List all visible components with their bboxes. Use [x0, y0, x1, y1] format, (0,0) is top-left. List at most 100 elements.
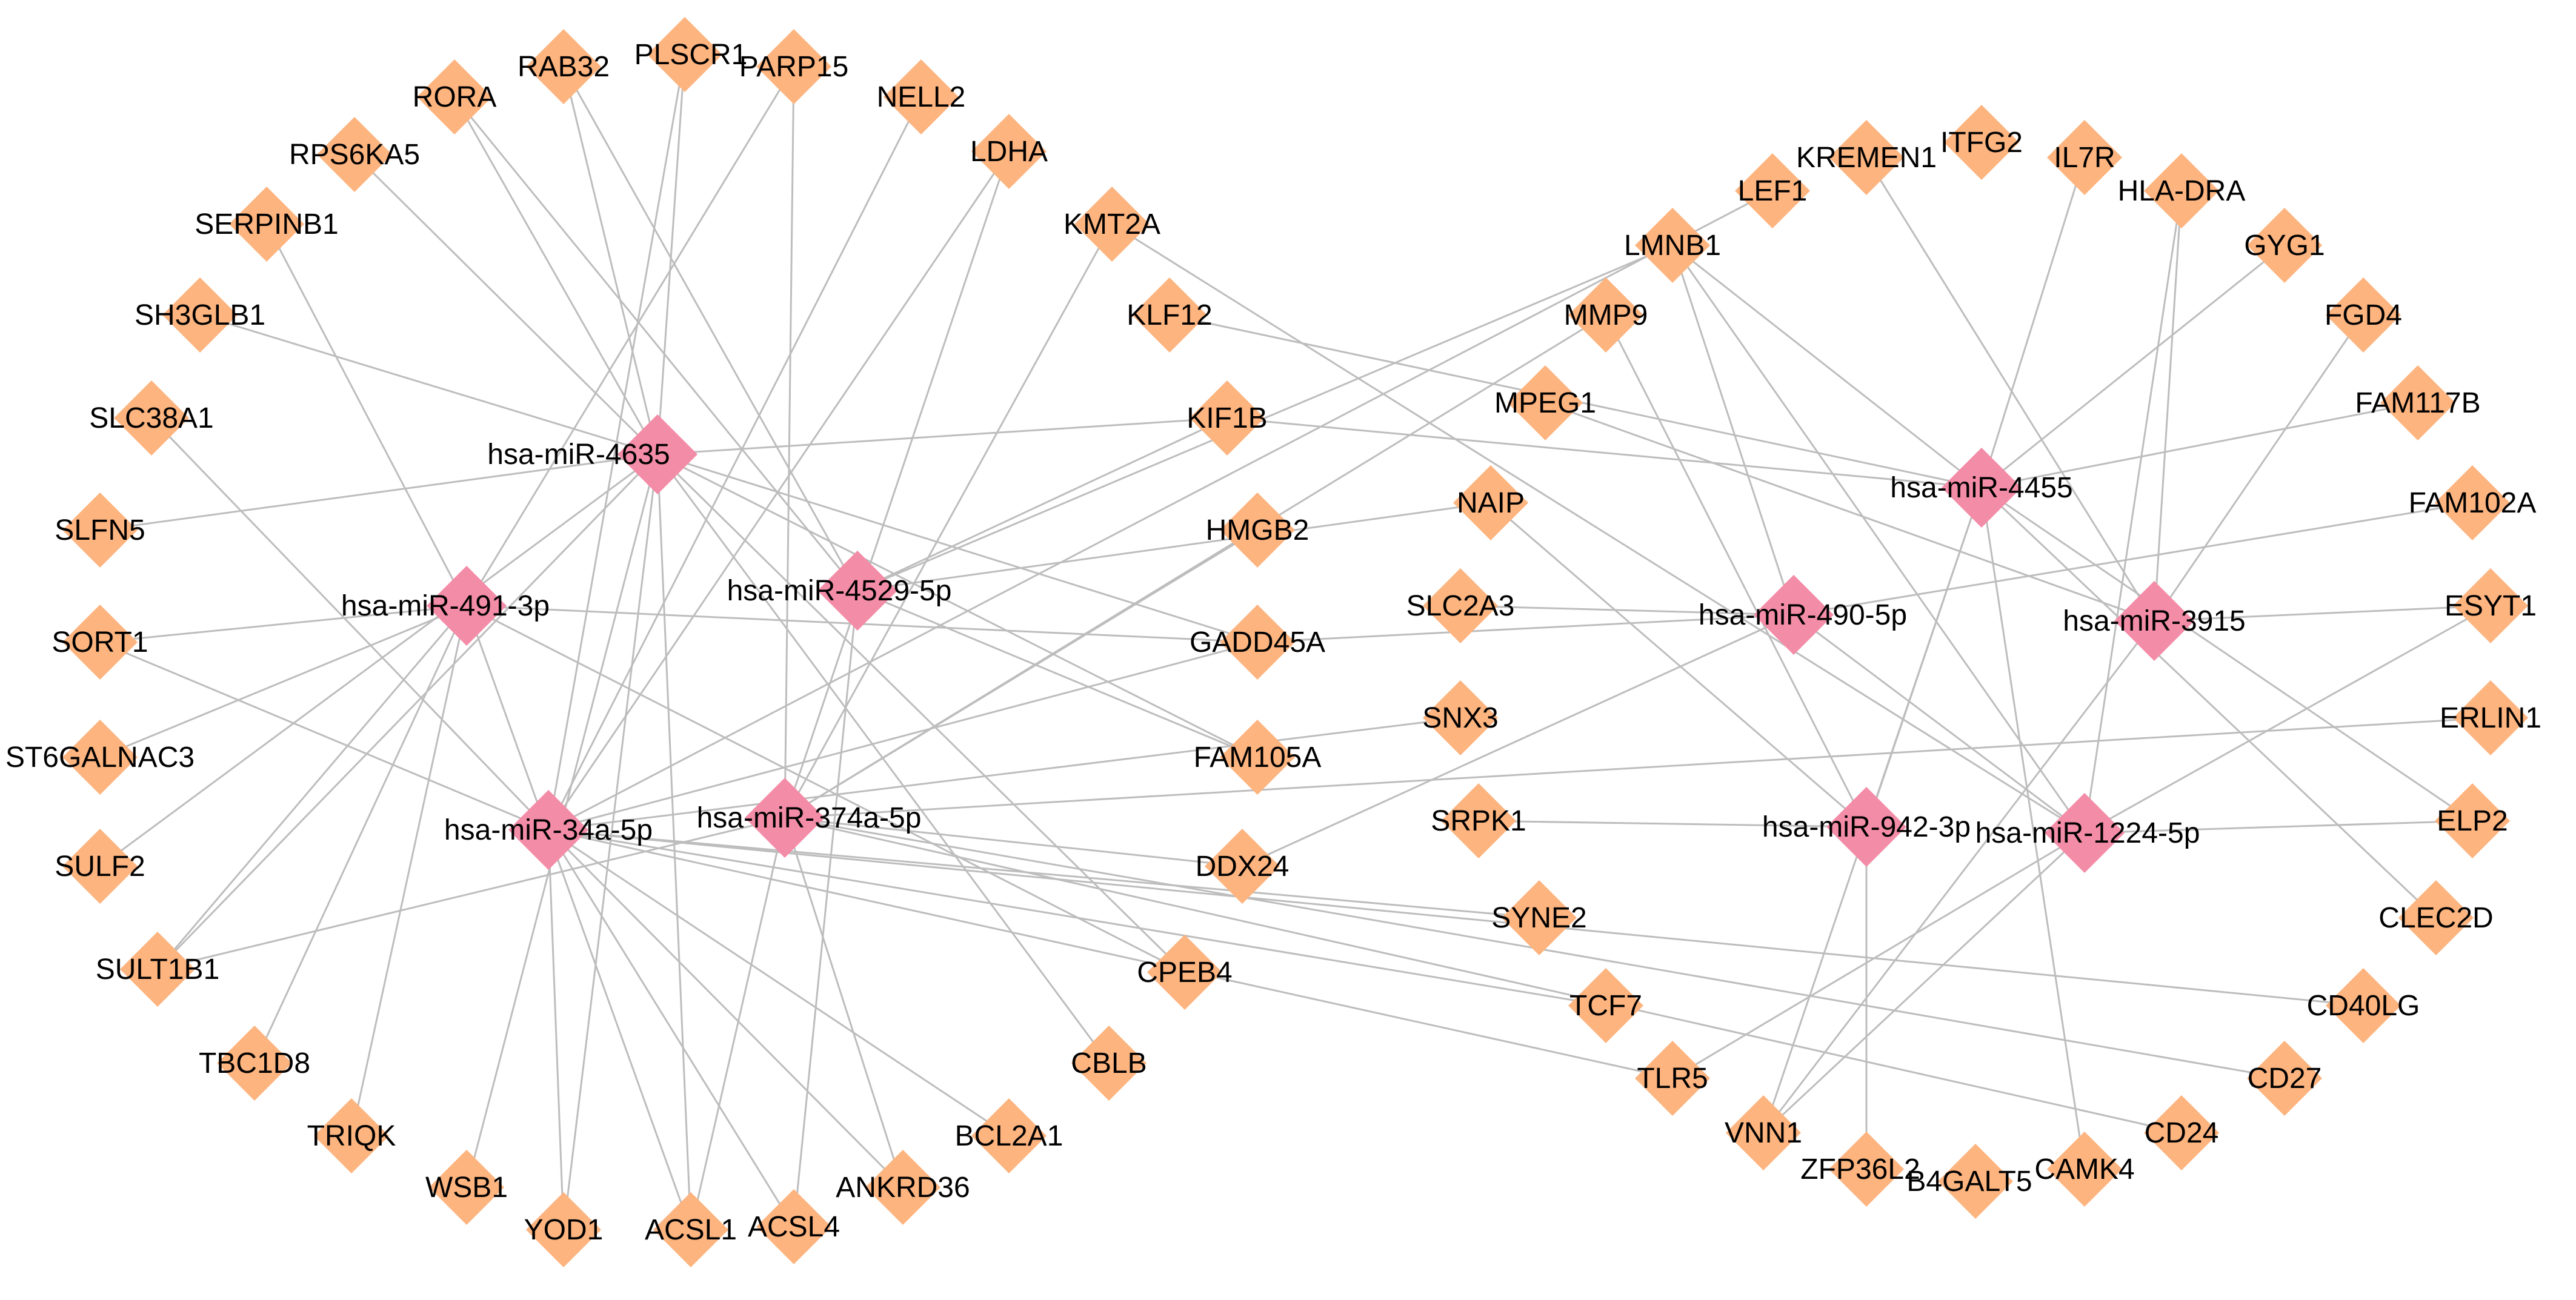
gene-node-bcl2a1[interactable]: BCL2A1 — [955, 1098, 1063, 1173]
gene-node-fgd4[interactable]: FGD4 — [2325, 277, 2402, 353]
gene-node-tbc1d8[interactable]: TBC1D8 — [199, 1026, 310, 1101]
gene-node-plscr1[interactable]: PLSCR1 — [634, 17, 748, 92]
gene-node-naip[interactable]: NAIP — [1453, 465, 1528, 540]
diamond-shape — [317, 117, 392, 192]
mirna-node-hsa-mir-4635[interactable]: hsa-miR-4635 — [487, 414, 697, 494]
gene-node-slc38a1[interactable]: SLC38A1 — [89, 380, 214, 456]
gene-node-sh3glb1[interactable]: SH3GLB1 — [135, 277, 265, 353]
diamond-shape — [2247, 208, 2322, 283]
gene-node-kif1b[interactable]: KIF1B — [1186, 380, 1268, 456]
gene-node-cblb[interactable]: CBLB — [1071, 1026, 1147, 1101]
mirna-node-hsa-mir-34a-5p[interactable]: hsa-miR-34a-5p — [444, 790, 653, 870]
gene-node-gyg1[interactable]: GYG1 — [2244, 208, 2325, 283]
diamond-shape — [1726, 1095, 1801, 1170]
gene-node-slfn5[interactable]: SLFN5 — [55, 492, 145, 568]
gene-node-gadd45a[interactable]: GADD45A — [1190, 605, 1325, 680]
gene-node-cd27[interactable]: CD27 — [2247, 1041, 2322, 1116]
mirna-node-hsa-mir-490-5p[interactable]: hsa-miR-490-5p — [1699, 575, 1907, 655]
gene-node-serpinb1[interactable]: SERPINB1 — [195, 187, 339, 262]
diamond-shape — [62, 492, 138, 568]
diamond-shape — [756, 1189, 831, 1264]
gene-node-parp15[interactable]: PARP15 — [739, 29, 849, 104]
mirna-node-hsa-mir-374a-5p[interactable]: hsa-miR-374a-5p — [697, 778, 922, 858]
gene-node-cpeb4[interactable]: CPEB4 — [1137, 935, 1233, 1010]
gene-node-b4galt5[interactable]: B4GALT5 — [1906, 1144, 2032, 1219]
gene-node-mmp9[interactable]: MMP9 — [1564, 277, 1648, 353]
gene-node-kmt2a[interactable]: KMT2A — [1063, 187, 1160, 262]
gene-node-triqk[interactable]: TRIQK — [307, 1098, 396, 1173]
edge-hsa-mir-34a-5p-to-gadd45a — [548, 641, 1258, 831]
mirna-node-hsa-mir-1224-5p[interactable]: hsa-miR-1224-5p — [1975, 793, 2200, 873]
gene-node-sulf2[interactable]: SULF2 — [55, 829, 145, 904]
gene-node-rora[interactable]: RORA — [413, 59, 497, 134]
gene-node-acsl4[interactable]: ACSL4 — [748, 1189, 840, 1264]
node-label: SH3GLB1 — [135, 299, 265, 331]
gene-node-esyt1[interactable]: ESYT1 — [2445, 568, 2537, 643]
gene-node-sort1[interactable]: SORT1 — [52, 605, 148, 680]
diamond-shape — [1074, 187, 1150, 262]
gene-node-clec2d[interactable]: CLEC2D — [2378, 880, 2494, 955]
edge-hsa-mir-4635-to-yod1 — [562, 454, 659, 1230]
gene-node-hla-dra[interactable]: HLA-DRA — [2118, 153, 2246, 228]
gene-node-snx3[interactable]: SNX3 — [1422, 680, 1499, 755]
diamond-shape — [653, 1192, 728, 1267]
edge-hsa-mir-1224-5p-to-kmt2a — [1111, 223, 2085, 834]
gene-node-srpk1[interactable]: SRPK1 — [1431, 783, 1526, 858]
gene-node-camk4[interactable]: CAMK4 — [2034, 1132, 2135, 1207]
node-label: ACSL1 — [645, 1214, 737, 1246]
gene-node-cd24[interactable]: CD24 — [2144, 1095, 2219, 1170]
gene-node-erlin1[interactable]: ERLIN1 — [2440, 680, 2541, 755]
edge-hsa-mir-1224-5p-to-hla-dra — [2083, 190, 2183, 834]
gene-node-syne2[interactable]: SYNE2 — [1491, 880, 1587, 955]
gene-node-ldha[interactable]: LDHA — [970, 114, 1048, 189]
mirna-node-hsa-mir-491-3p[interactable]: hsa-miR-491-3p — [341, 566, 550, 646]
diamond-shape — [62, 605, 138, 680]
gene-node-klf12[interactable]: KLF12 — [1127, 277, 1213, 353]
gene-node-vnn1[interactable]: VNN1 — [1725, 1095, 1802, 1170]
gene-node-nell2[interactable]: NELL2 — [877, 59, 966, 134]
gene-node-zfp36l2[interactable]: ZFP36L2 — [1800, 1132, 1920, 1207]
gene-node-lmnb1[interactable]: LMNB1 — [1624, 208, 1721, 283]
node-label: hsa-miR-3915 — [2063, 605, 2245, 637]
gene-node-st6galnac3[interactable]: ST6GALNAC3 — [5, 720, 195, 795]
gene-node-hmgb2[interactable]: HMGB2 — [1206, 492, 1310, 568]
gene-node-ddx24[interactable]: DDX24 — [1196, 829, 1290, 904]
diamond-shape — [1829, 120, 1904, 195]
gene-node-il7r[interactable]: IL7R — [2047, 120, 2122, 195]
diamond-shape — [971, 1098, 1047, 1173]
gene-node-yod1[interactable]: YOD1 — [524, 1192, 604, 1267]
edge-hsa-mir-34a-5p-to-syne2 — [548, 829, 1540, 919]
gene-node-kremen1[interactable]: KREMEN1 — [1796, 120, 1937, 195]
diamond-shape — [62, 829, 138, 904]
edge-hsa-mir-942-3p-to-srpk1 — [1478, 820, 1867, 828]
diamond-shape — [526, 29, 601, 104]
gene-node-tlr5[interactable]: TLR5 — [1635, 1041, 1710, 1116]
gene-node-cd40lg[interactable]: CD40LG — [2307, 968, 2420, 1043]
gene-node-rab32[interactable]: RAB32 — [518, 29, 610, 104]
gene-node-rps6ka5[interactable]: RPS6KA5 — [289, 117, 420, 192]
diamond-shape — [2047, 1132, 2122, 1207]
diamond-shape — [2114, 581, 2194, 661]
gene-node-lef1[interactable]: LEF1 — [1735, 153, 1810, 228]
gene-node-sult1b1[interactable]: SULT1B1 — [96, 932, 220, 1007]
gene-node-ankrd36[interactable]: ANKRD36 — [836, 1150, 970, 1225]
gene-node-elp2[interactable]: ELP2 — [2435, 783, 2510, 858]
gene-node-slc2a3[interactable]: SLC2A3 — [1406, 568, 1515, 643]
gene-node-fam102a[interactable]: FAM102A — [2409, 465, 2537, 540]
gene-node-fam105a[interactable]: FAM105A — [1194, 720, 1322, 795]
gene-node-mpeg1[interactable]: MPEG1 — [1494, 365, 1596, 440]
mirna-node-hsa-mir-4529-5p[interactable]: hsa-miR-4529-5p — [727, 551, 952, 631]
node-label: SORT1 — [52, 626, 148, 658]
gene-node-acsl1[interactable]: ACSL1 — [645, 1192, 737, 1267]
gene-node-wsb1[interactable]: WSB1 — [425, 1150, 508, 1225]
gene-node-fam117b[interactable]: FAM117B — [2355, 365, 2481, 440]
edge-hsa-mir-4635-to-fam105a — [657, 453, 1258, 758]
edge-hsa-mir-942-3p-to-mmp9 — [1605, 314, 1868, 827]
gene-node-itfg2[interactable]: ITFG2 — [1940, 105, 2023, 180]
mirna-node-hsa-mir-942-3p[interactable]: hsa-miR-942-3p — [1762, 787, 1971, 867]
diamond-shape — [1829, 1132, 1904, 1207]
mirna-node-hsa-mir-4455[interactable]: hsa-miR-4455 — [1890, 448, 2073, 528]
gene-node-tcf7[interactable]: TCF7 — [1568, 968, 1643, 1043]
mirna-node-hsa-mir-3915[interactable]: hsa-miR-3915 — [2063, 581, 2246, 661]
diamond-shape — [1453, 465, 1528, 540]
